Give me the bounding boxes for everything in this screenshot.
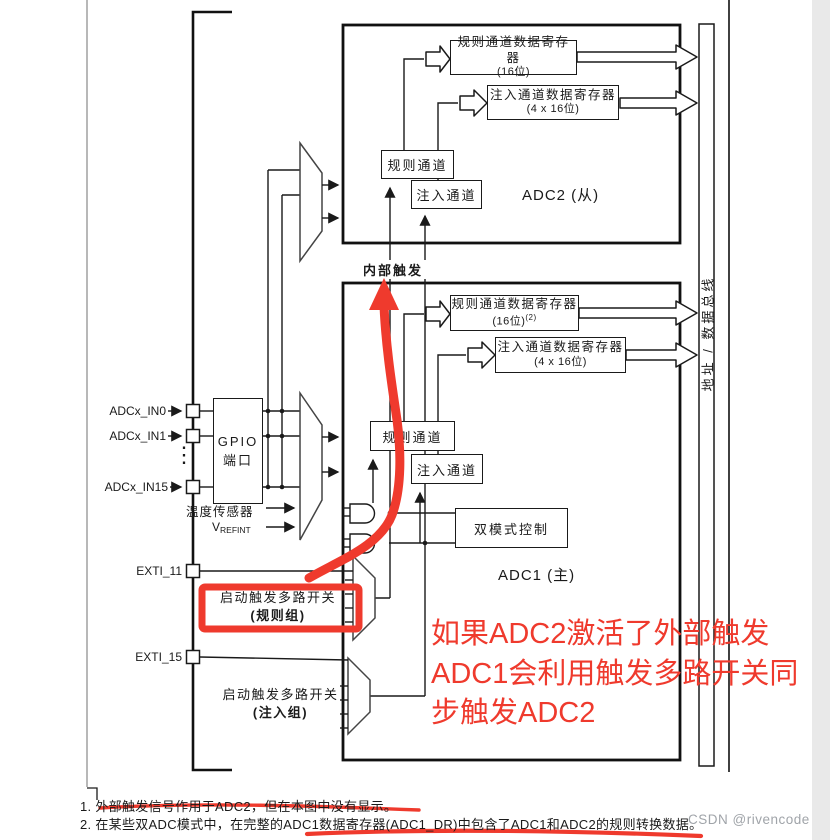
input-label-exti11: EXTI_11 bbox=[136, 564, 182, 578]
trigger-mux-regular-label: 启动触发多路开关 (规则组) bbox=[203, 589, 353, 625]
adc2-regular-data-register: 规则通道数据寄存器 (16位) bbox=[450, 35, 577, 78]
trigger-mux-injected-label: 启动触发多路开关 (注入组) bbox=[208, 686, 353, 722]
csdn-watermark: CSDN @rivencode bbox=[688, 812, 810, 827]
left-bracket bbox=[191, 10, 232, 772]
trigger-mux-regular-line1: 启动触发多路开关 bbox=[219, 590, 336, 605]
page-right-gutter bbox=[812, 0, 830, 840]
register-input-arrows bbox=[425, 45, 496, 369]
address-data-bus-label: 地址 / 数据总线 bbox=[700, 275, 716, 392]
input-label-adcx-in0: ADCx_IN0 bbox=[109, 404, 166, 418]
adc2-title: ADC2 (从) bbox=[522, 187, 600, 204]
input-label-exti15: EXTI_15 bbox=[135, 650, 182, 664]
red-annotation-line3: 步触发ADC2 bbox=[431, 697, 596, 729]
adc2-regular-data-register-label: 规则通道数据寄存器 bbox=[457, 35, 570, 65]
and-gate-injected bbox=[349, 533, 376, 554]
red-annotation-text: 如果ADC2激活了外部触发 ADC1会利用触发多路开关同 步触发ADC2 bbox=[431, 615, 826, 734]
adc1-regular-channel-box: 规则通道 bbox=[370, 421, 455, 451]
pad-exti15 bbox=[185, 649, 201, 665]
adc2-injected-data-register: 注入通道数据寄存器 (4 x 16位) bbox=[487, 85, 619, 120]
adc1-injected-channel-label: 注入通道 bbox=[416, 462, 477, 478]
adc2-injected-channel-label: 注入通道 bbox=[416, 188, 477, 203]
gpio-port-box: GPIO 端口 bbox=[213, 398, 263, 504]
vrefint-label: VREFINT bbox=[212, 520, 251, 535]
footnote-2-marker: (2) bbox=[525, 312, 537, 322]
inputs-ellipsis: ⋮ bbox=[173, 442, 195, 467]
adc2-analog-mux bbox=[299, 140, 323, 264]
adc1-regular-data-register: 规则通道数据寄存器 (16位)(2) bbox=[450, 295, 579, 331]
adc2-injected-data-register-width: (4 x 16位) bbox=[526, 103, 580, 116]
trigger-mux-injected-shape bbox=[347, 656, 371, 736]
adc1-injected-channel-box: 注入通道 bbox=[411, 454, 483, 484]
adc2-regular-channel-label: 规则通道 bbox=[387, 158, 448, 173]
adc1-regular-channel-label: 规则通道 bbox=[382, 429, 443, 445]
footnote-corner-rule bbox=[87, 787, 98, 800]
register-to-bus-arrows bbox=[576, 44, 698, 368]
pad-in0 bbox=[185, 403, 201, 419]
internal-trigger-regular-line bbox=[375, 188, 390, 599]
junction-dots bbox=[265, 408, 428, 546]
adc2-regular-channel-box: 规则通道 bbox=[381, 150, 454, 179]
pad-in15 bbox=[185, 479, 201, 495]
register-connectors bbox=[403, 58, 466, 454]
analog-mux-shapes bbox=[299, 140, 376, 736]
trigger-mux-regular-line2: (规则组) bbox=[250, 608, 306, 624]
footnote-1: 1. 外部触发信号作用于ADC2，但在本图中没有显示。 bbox=[80, 799, 398, 814]
address-data-bus bbox=[698, 23, 715, 767]
adc1-regular-data-register-label: 规则通道数据寄存器 bbox=[451, 296, 578, 311]
input-label-adcx-in15: ADCx_IN15 bbox=[104, 480, 168, 494]
adc2-injected-data-register-label: 注入通道数据寄存器 bbox=[489, 87, 616, 102]
dual-mode-control-box: 双模式控制 bbox=[455, 508, 568, 548]
trigger-mux-injected-line2: (注入组) bbox=[252, 705, 309, 721]
red-annotation-line1: 如果ADC2激活了外部触发 bbox=[431, 618, 770, 650]
adc1-title: ADC1 (主) bbox=[498, 567, 576, 584]
adc2-injected-channel-box: 注入通道 bbox=[411, 180, 482, 209]
footnote-2: 2. 在某些双ADC模式中，在完整的ADC1数据寄存器(ADC1_DR)中包含了… bbox=[80, 817, 703, 832]
adc2-block-outline bbox=[341, 23, 682, 245]
io-pads bbox=[185, 403, 201, 665]
adc1-regular-data-register-width: (16位)(2) bbox=[492, 312, 537, 328]
adc1-injected-data-register: 注入通道数据寄存器 (4 x 16位) bbox=[495, 337, 626, 373]
trigger-mux-injected-line1: 启动触发多路开关 bbox=[222, 687, 339, 702]
adc1-injected-data-register-width: (4 x 16位) bbox=[534, 355, 587, 368]
adc1-injected-data-register-label: 注入通道数据寄存器 bbox=[497, 340, 624, 355]
adc2-regular-data-register-width: (16位) bbox=[496, 66, 531, 79]
input-label-adcx-in1: ADCx_IN1 bbox=[109, 429, 166, 443]
pad-in1 bbox=[185, 428, 201, 444]
pad-exti11 bbox=[185, 563, 201, 579]
dual-mode-control-label: 双模式控制 bbox=[473, 521, 549, 537]
and-gate-regular bbox=[349, 503, 376, 524]
red-annotation-line2: ADC1会利用触发多路开关同 bbox=[431, 657, 799, 690]
trigger-mux-regular-shape bbox=[352, 554, 376, 642]
gpio-label-line1: GPIO bbox=[217, 433, 259, 449]
gpio-label-line2: 端口 bbox=[222, 453, 253, 468]
vrefint-subscript: REFINT bbox=[220, 525, 251, 535]
internal-trigger-label: 内部触发 bbox=[360, 260, 427, 279]
temp-sensor-label: 温度传感器 bbox=[186, 505, 254, 519]
adc1-analog-mux bbox=[299, 390, 323, 541]
